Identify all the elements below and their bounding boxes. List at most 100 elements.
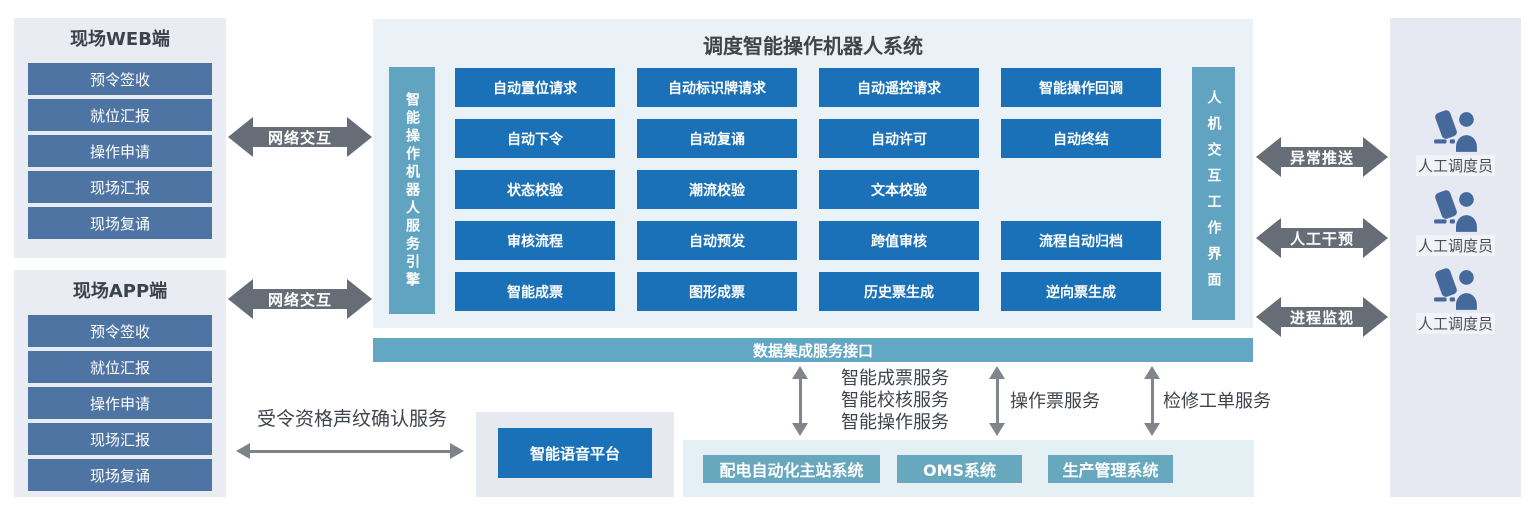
arrowhead-left-icon bbox=[1256, 218, 1281, 258]
arrow-shaft: 网络交互 bbox=[253, 289, 347, 309]
app-client-title: 现场APP端 bbox=[72, 281, 168, 302]
arrowhead-left-icon bbox=[1256, 297, 1281, 337]
service-label-group-1: 智能成票服务 智能校核服务 智能操作服务 bbox=[841, 368, 949, 434]
dispatcher-at-computer-icon bbox=[1433, 190, 1477, 232]
web-client-title: 现场WEB端 bbox=[70, 29, 170, 50]
voiceprint-service-arrow bbox=[236, 443, 464, 459]
network-arrow-app: 网络交互 bbox=[228, 279, 372, 319]
app-item-sign: 预令签收 bbox=[28, 315, 212, 347]
web-item-sign: 预令签收 bbox=[28, 63, 212, 95]
network-arrow-web: 网络交互 bbox=[228, 117, 372, 157]
exception-push-arrow: 异常推送 bbox=[1256, 137, 1388, 177]
manual-intervention-arrow: 人工干预 bbox=[1256, 218, 1388, 258]
grid-btn-auto-terminate: 自动终结 bbox=[1001, 119, 1161, 158]
grid-btn-smart-op-callback: 智能操作回调 bbox=[1001, 68, 1161, 107]
data-integration-bar: 数据集成服务接口 bbox=[373, 338, 1253, 362]
arrow-shaft: 异常推送 bbox=[1281, 147, 1363, 167]
network-arrow-label: 网络交互 bbox=[267, 128, 332, 147]
dispatcher-3: 人工调度员 bbox=[1390, 268, 1521, 334]
dispatcher-label: 人工调度员 bbox=[1415, 235, 1495, 256]
arrowhead-down-icon bbox=[989, 423, 1005, 436]
app-client-items: 预令签收 就位汇报 操作申请 现场汇报 现场复诵 bbox=[28, 315, 212, 491]
dispatcher-panel bbox=[1390, 18, 1521, 497]
arrow-shaft: 人工干预 bbox=[1281, 228, 1363, 248]
network-arrow-label: 网络交互 bbox=[267, 290, 332, 309]
arrowhead-right-icon bbox=[347, 117, 372, 157]
web-client-panel: 现场WEB端 预令签收 就位汇报 操作申请 现场汇报 现场复诵 bbox=[14, 18, 226, 258]
service-line: 检修工单服务 bbox=[1163, 391, 1271, 412]
grid-btn-review-flow: 审核流程 bbox=[455, 221, 615, 260]
grid-btn-auto-permit: 自动许可 bbox=[819, 119, 979, 158]
dispatcher-2: 人工调度员 bbox=[1390, 190, 1521, 256]
arrow-shaft: 进程监视 bbox=[1281, 307, 1363, 327]
service-arrow-2 bbox=[989, 366, 1005, 436]
grid-btn-auto-predispatch: 自动预发 bbox=[637, 221, 797, 260]
arrowhead-right-icon bbox=[450, 443, 464, 459]
arrow-line bbox=[995, 379, 999, 423]
web-client-items: 预令签收 就位汇报 操作申请 现场汇报 现场复诵 bbox=[28, 63, 212, 239]
arrowhead-right-icon bbox=[1363, 297, 1388, 337]
grid-btn-auto-set-request: 自动置位请求 bbox=[455, 68, 615, 107]
dispatcher-1: 人工调度员 bbox=[1390, 110, 1521, 176]
grid-btn-text-check: 文本校验 bbox=[819, 170, 979, 209]
grid-btn-powerflow-check: 潮流校验 bbox=[637, 170, 797, 209]
grid-btn-reverse-ticket: 逆向票生成 bbox=[1001, 272, 1161, 311]
dispatcher-label: 人工调度员 bbox=[1415, 155, 1495, 176]
robot-system-title: 调度智能操作机器人系统 bbox=[703, 34, 923, 58]
arrowhead-up-icon bbox=[792, 366, 808, 379]
grid-btn-history-ticket: 历史票生成 bbox=[819, 272, 979, 311]
arrow-line bbox=[798, 379, 802, 423]
arrowhead-right-icon bbox=[1363, 218, 1388, 258]
service-line: 智能成票服务 bbox=[841, 368, 949, 389]
manual-intervention-label: 人工干预 bbox=[1289, 229, 1354, 248]
service-engine-bar: 智能操作机器人服务引擎 bbox=[389, 67, 435, 314]
app-client-panel: 现场APP端 预令签收 就位汇报 操作申请 现场汇报 现场复诵 bbox=[14, 270, 226, 497]
service-line: 智能校核服务 bbox=[841, 390, 949, 411]
service-line: 智能操作服务 bbox=[841, 412, 949, 433]
arrowhead-up-icon bbox=[1144, 366, 1160, 379]
arrowhead-up-icon bbox=[989, 366, 1005, 379]
system-box-distribution-automation: 配电自动化主站系统 bbox=[703, 455, 880, 483]
grid-btn-status-check: 状态校验 bbox=[455, 170, 615, 209]
service-engine-label: 智能操作机器人服务引擎 bbox=[404, 91, 420, 290]
arrowhead-right-icon bbox=[347, 279, 372, 319]
dispatcher-at-computer-icon bbox=[1433, 110, 1477, 152]
app-item-report-site: 现场汇报 bbox=[28, 423, 212, 455]
app-item-apply: 操作申请 bbox=[28, 387, 212, 419]
hmi-bar: 人机交互工作界面 bbox=[1192, 67, 1235, 320]
web-item-apply: 操作申请 bbox=[28, 135, 212, 167]
web-item-report-site: 现场汇报 bbox=[28, 171, 212, 203]
app-item-report-inplace: 就位汇报 bbox=[28, 351, 212, 383]
service-arrow-3 bbox=[1144, 366, 1160, 436]
service-label-group-2: 操作票服务 bbox=[1010, 391, 1100, 413]
hmi-label: 人机交互工作界面 bbox=[1205, 89, 1222, 298]
grid-btn-graphic-ticket: 图形成票 bbox=[637, 272, 797, 311]
process-monitor-arrow: 进程监视 bbox=[1256, 297, 1388, 337]
grid-btn-smart-ticket: 智能成票 bbox=[455, 272, 615, 311]
grid-btn-auto-order: 自动下令 bbox=[455, 119, 615, 158]
dispatcher-label: 人工调度员 bbox=[1415, 313, 1495, 334]
arrowhead-down-icon bbox=[792, 423, 808, 436]
voice-platform-box: 智能语音平台 bbox=[498, 428, 652, 478]
system-box-oms: OMS系统 bbox=[897, 455, 1022, 483]
grid-btn-auto-repeat: 自动复诵 bbox=[637, 119, 797, 158]
grid-btn-auto-archive: 流程自动归档 bbox=[1001, 221, 1161, 260]
arrowhead-left-icon bbox=[228, 117, 253, 157]
service-label-group-3: 检修工单服务 bbox=[1163, 391, 1271, 413]
voiceprint-service-label: 受令资格声纹确认服务 bbox=[256, 408, 447, 430]
service-line: 操作票服务 bbox=[1010, 391, 1100, 412]
system-box-production-management: 生产管理系统 bbox=[1048, 455, 1173, 483]
grid-btn-auto-tag-request: 自动标识牌请求 bbox=[637, 68, 797, 107]
process-monitor-label: 进程监视 bbox=[1289, 308, 1354, 327]
grid-btn-auto-remote-request: 自动遥控请求 bbox=[819, 68, 979, 107]
dispatcher-at-computer-icon bbox=[1433, 268, 1477, 310]
grid-btn-cross-shift-review: 跨值审核 bbox=[819, 221, 979, 260]
app-item-repeat: 现场复诵 bbox=[28, 459, 212, 491]
arrowhead-right-icon bbox=[1363, 137, 1388, 177]
service-arrow-1 bbox=[792, 366, 808, 436]
arrowhead-left-icon bbox=[228, 279, 253, 319]
arrowhead-left-icon bbox=[1256, 137, 1281, 177]
arrowhead-left-icon bbox=[236, 443, 250, 459]
web-item-report-inplace: 就位汇报 bbox=[28, 99, 212, 131]
